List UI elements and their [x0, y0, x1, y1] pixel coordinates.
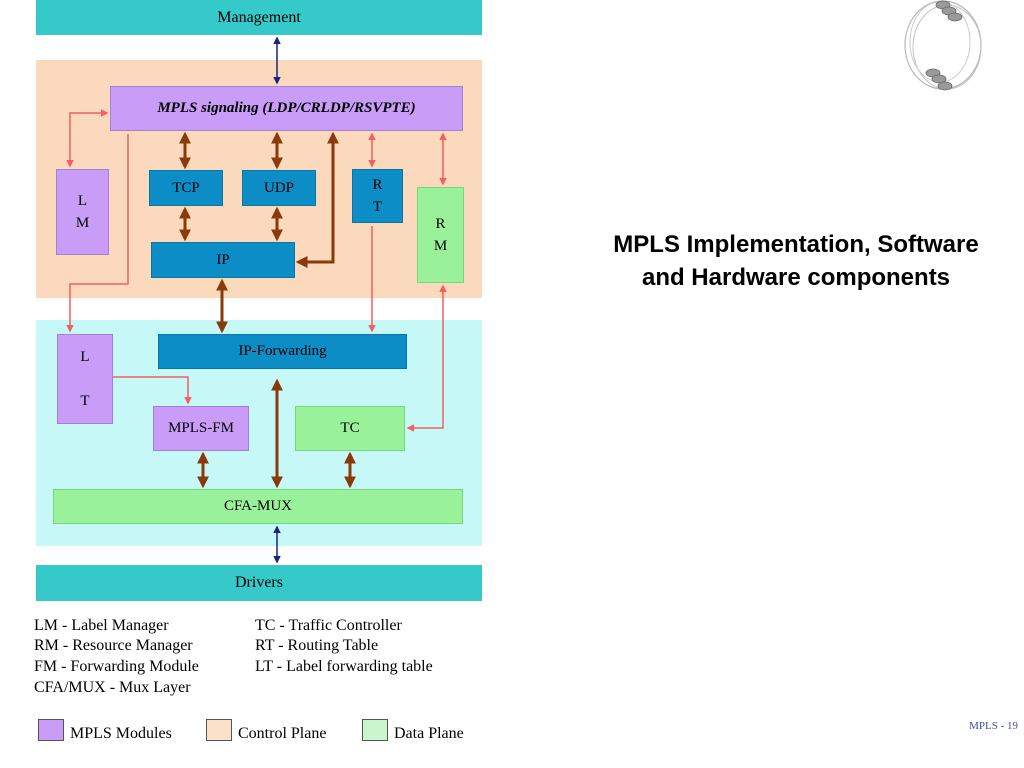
legend-label-data-plane: Data Plane — [394, 725, 464, 742]
abbrev-left-3: CFA/MUX - Mux Layer — [34, 679, 191, 696]
abbrev-left-0: LM - Label Manager — [34, 617, 169, 634]
drivers-bar: Drivers — [36, 565, 482, 601]
legend-swatch-control-plane — [206, 719, 232, 741]
arrow-signaling-lt — [66, 134, 129, 333]
abbrev-left-2: FM - Forwarding Module — [34, 658, 199, 675]
mpls-signaling-box: MPLS signaling (LDP/CRLDP/RSVPTE) — [110, 86, 463, 131]
lm-box: L M — [56, 169, 109, 255]
lt-box: L T — [57, 334, 113, 424]
tcp-box: TCP — [149, 170, 223, 206]
tc-box: TC — [295, 406, 405, 451]
cfa-mux-box: CFA-MUX — [53, 489, 463, 524]
legend-swatch-mpls-modules — [38, 719, 64, 741]
ip-box: IP — [151, 242, 295, 278]
arrow-ip-signaling — [295, 131, 339, 268]
rt-box: R T — [352, 169, 403, 223]
abbrev-right-1: RT - Routing Table — [255, 637, 379, 654]
legend-label-mpls-modules: MPLS Modules — [70, 725, 172, 742]
management-bar: Management — [36, 0, 482, 35]
slide-title: MPLS Implementation, Software and Hardwa… — [613, 231, 979, 291]
abbrev-left-1: RM - Resource Manager — [34, 637, 193, 654]
slide-footer: MPLS - 19 — [969, 720, 1018, 732]
mpls-fm-box: MPLS-FM — [153, 406, 249, 451]
ip-forwarding-box: IP-Forwarding — [158, 334, 407, 369]
arrow-lt-mplsfm — [113, 376, 192, 405]
abbrev-right-2: LT - Label forwarding table — [255, 658, 433, 675]
legend-label-control-plane: Control Plane — [238, 725, 327, 742]
legend-swatch-data-plane — [362, 719, 388, 741]
orbit-logo — [904, 0, 982, 91]
arrow-rm-tc — [406, 284, 447, 432]
abbrev-right-0: TC - Traffic Controller — [255, 617, 402, 634]
arrow-signaling-lm — [66, 109, 109, 168]
rm-box: R M — [417, 187, 464, 283]
